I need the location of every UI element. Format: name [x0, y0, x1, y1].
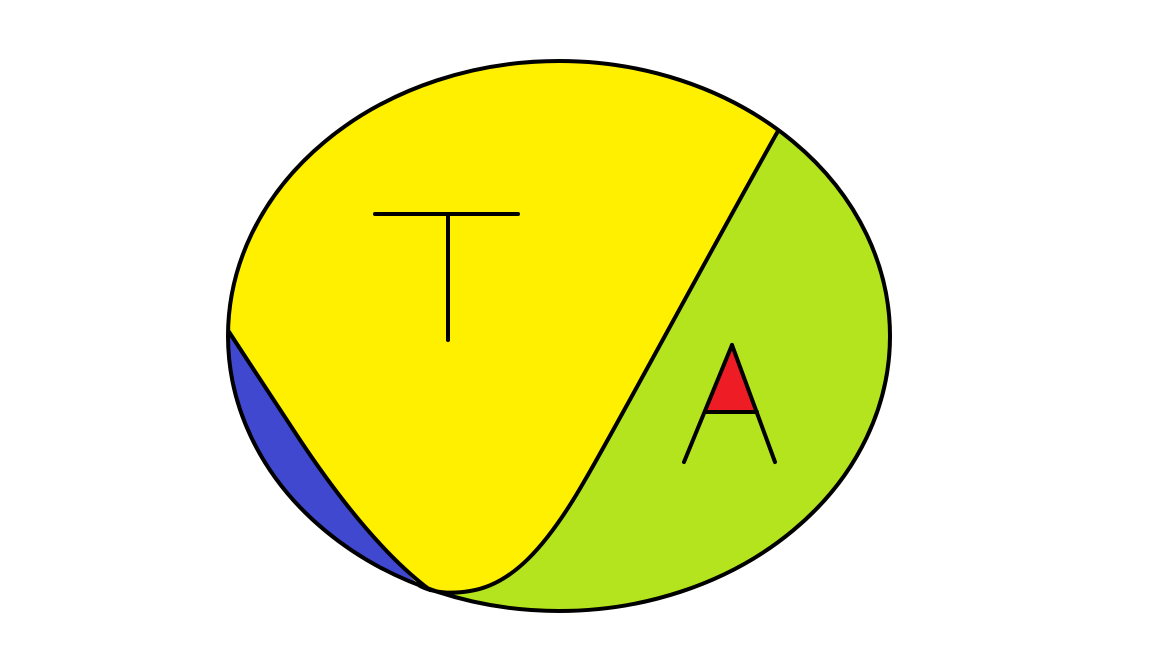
- letter-t: T: [373, 212, 520, 342]
- blue-divider-curve: [227, 330, 432, 592]
- ellipse-regions: [228, 61, 890, 611]
- letter-a: A: [682, 343, 777, 464]
- red-triangle: [705, 345, 757, 412]
- letter-a-right-leg: [730, 343, 777, 464]
- ellipse-outline: [226, 59, 892, 613]
- yellow-region: [228, 61, 778, 593]
- divider-curve: [418, 129, 780, 595]
- letter-a-left-leg: [682, 343, 734, 464]
